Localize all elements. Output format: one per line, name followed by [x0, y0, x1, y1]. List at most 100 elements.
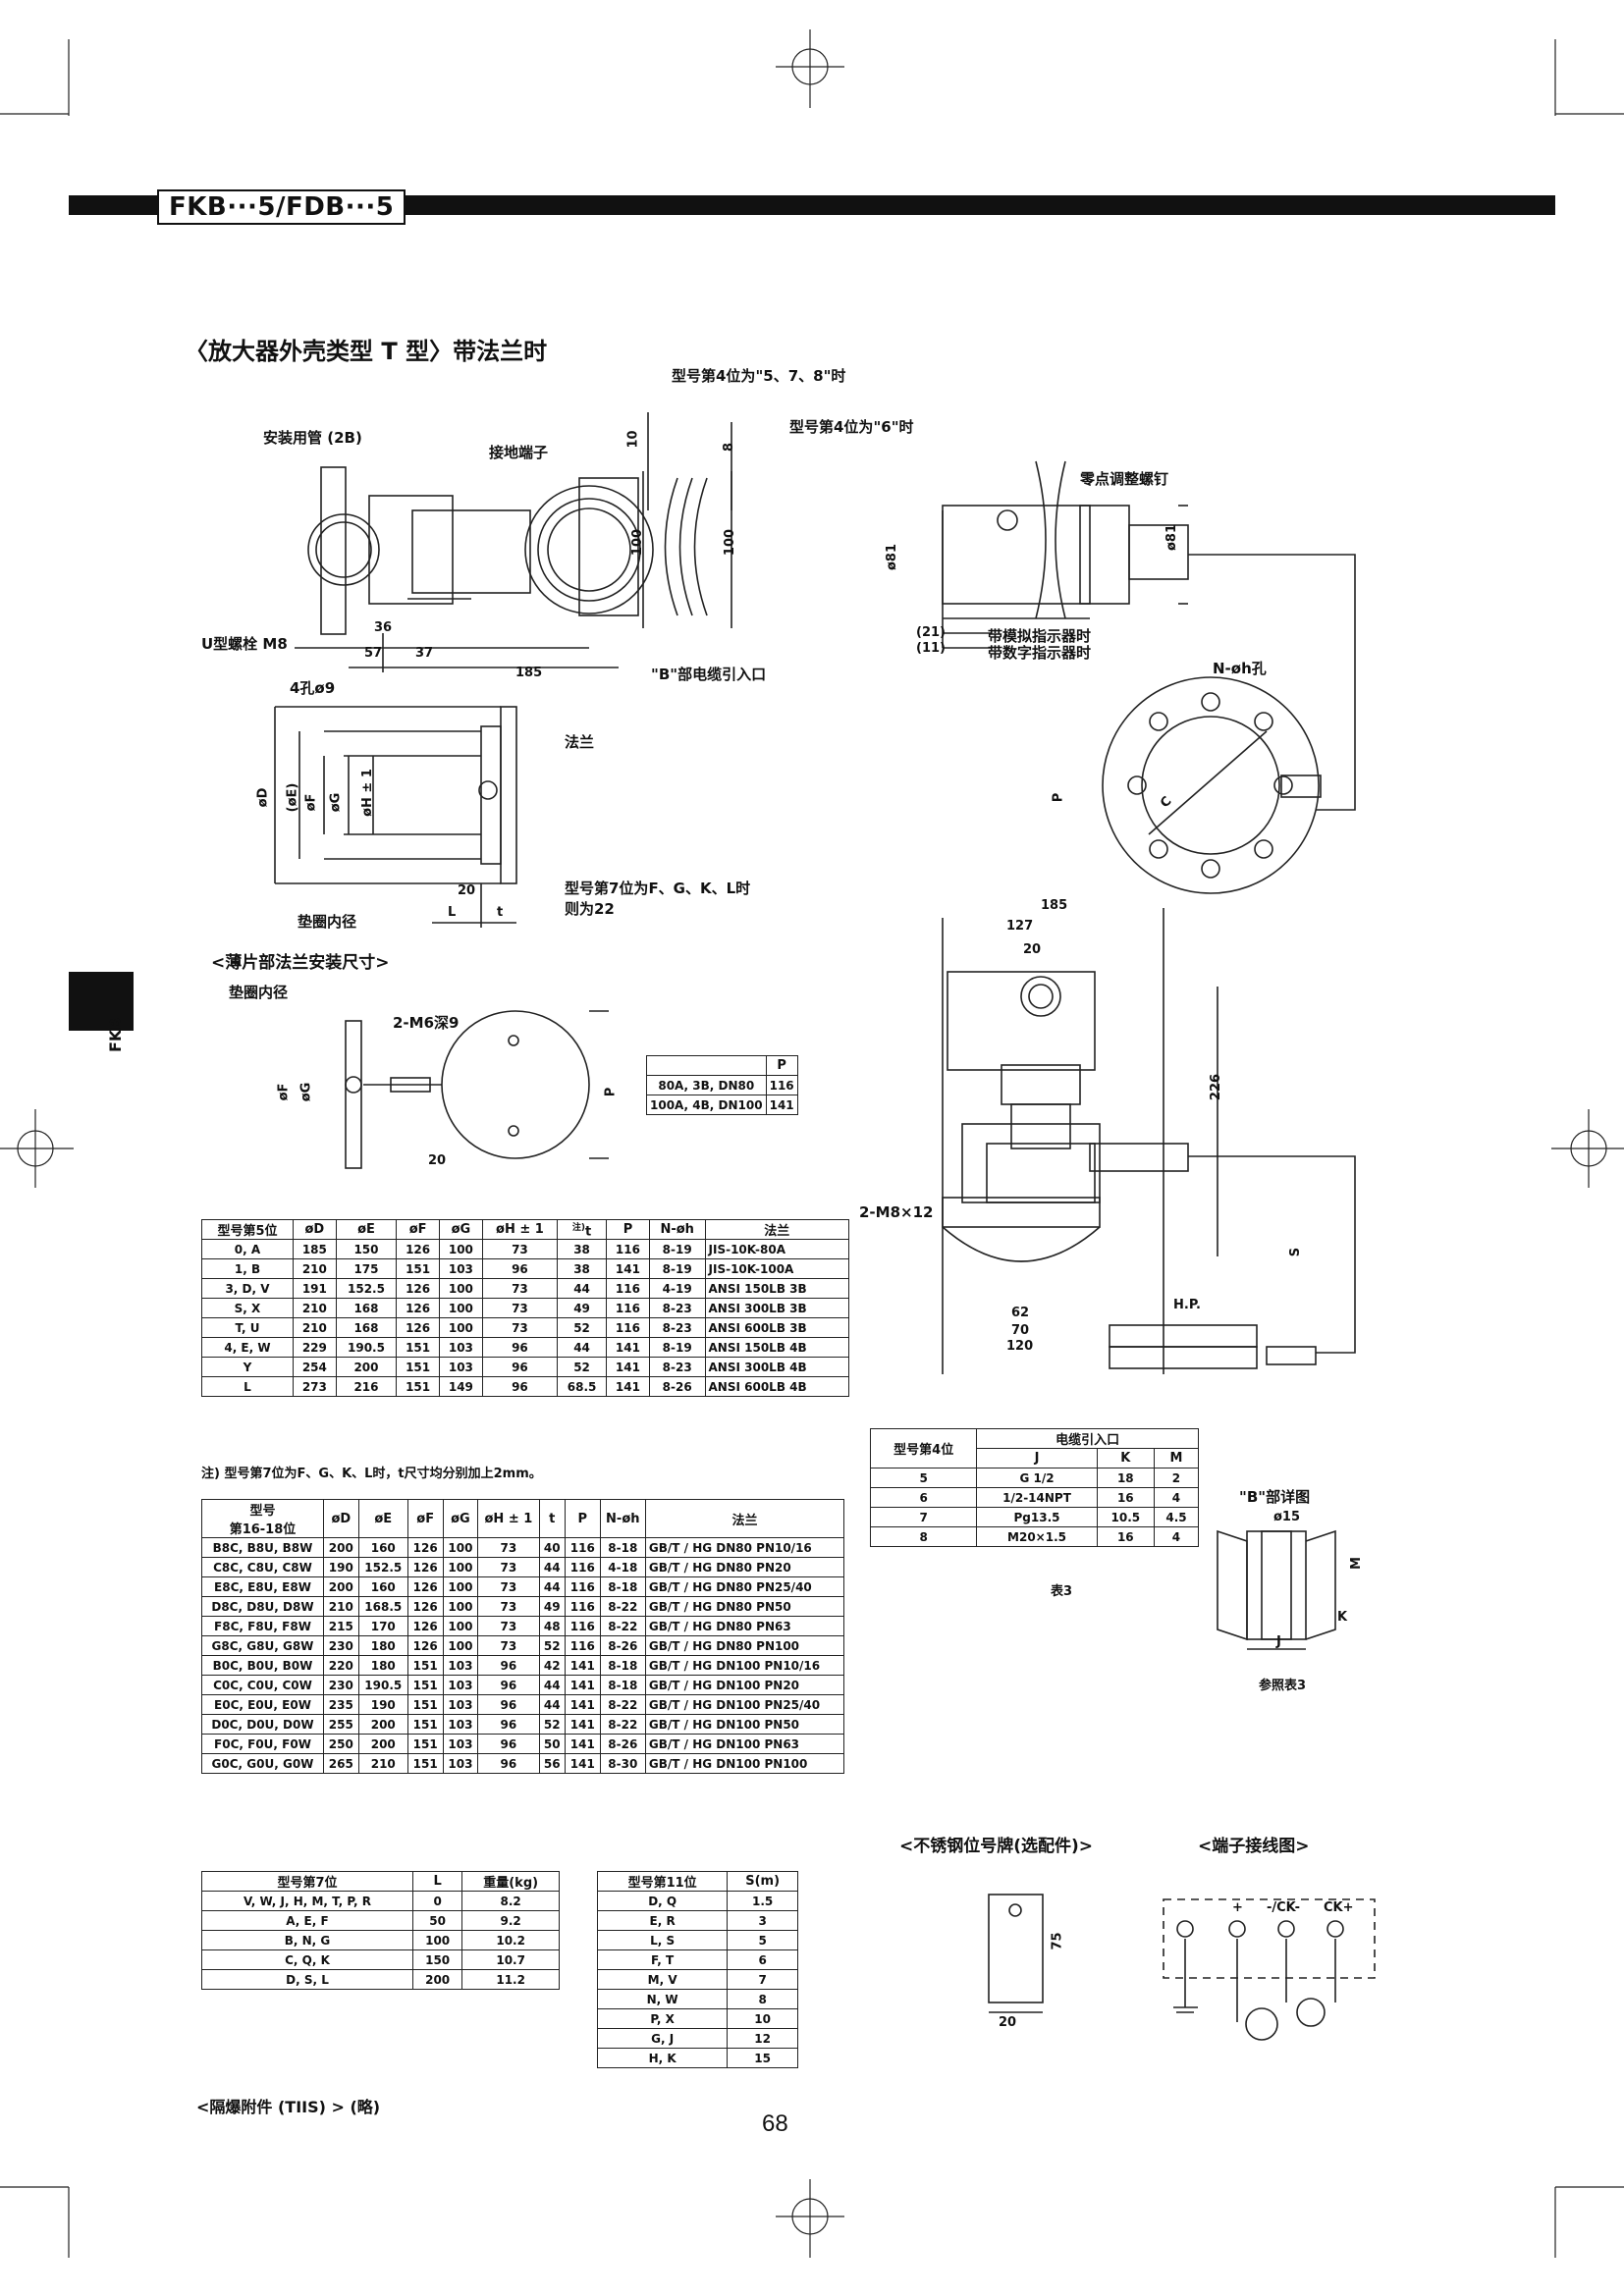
table-cell: 96: [481, 1376, 559, 1398]
table-cell: 116: [564, 1576, 601, 1597]
table-cell: Pg13.5: [976, 1507, 1098, 1527]
table-cell: 215: [322, 1616, 359, 1636]
label-ubolt: U型螺栓 M8: [201, 635, 288, 653]
table-cell: 8-18: [599, 1675, 646, 1695]
table-cell: 126: [396, 1278, 440, 1300]
table-cell: 68.5: [557, 1376, 608, 1398]
table-cell: 7: [869, 1507, 978, 1527]
table-cell: F, T: [596, 1949, 729, 1970]
table-cell: 8-18: [599, 1537, 646, 1558]
table-cell: H, K: [596, 2048, 729, 2068]
dim-H: øH ± 1: [359, 769, 375, 817]
table-cell: 73: [477, 1557, 540, 1577]
header-cell: 型号第16-18位: [201, 1499, 324, 1538]
nameplate-title: <不锈钢位号牌(选配件)>: [899, 1837, 1094, 1856]
table-cell: 9.2: [461, 1910, 560, 1931]
dim-120: 120: [1006, 1339, 1034, 1354]
header-cell: 型号第7位: [201, 1871, 413, 1892]
table-cell: 160: [357, 1576, 408, 1597]
table-cell: GB/T / HG DN100 PN20: [644, 1675, 845, 1695]
dim-8: 8: [722, 442, 737, 453]
header-cell: øF: [396, 1218, 440, 1241]
label-ref-table3: 参照表3: [1259, 1679, 1307, 1693]
table-cell: 210: [357, 1753, 408, 1774]
header-cell: 法兰: [704, 1218, 850, 1241]
table-cell: D, Q: [596, 1891, 729, 1911]
dim-M: M: [1348, 1557, 1364, 1570]
side-view-drawing: [295, 412, 732, 672]
table-cell: 151: [396, 1357, 440, 1378]
table-cell: 200: [357, 1734, 408, 1754]
table-cell: 255: [322, 1714, 359, 1735]
table-cell: 116: [564, 1537, 601, 1558]
table-cell: C, Q, K: [201, 1949, 413, 1970]
table-cell: ANSI 150LB 4B: [704, 1337, 850, 1359]
dim-100b: 100: [723, 528, 738, 557]
section-title: 〈放大器外壳类型 T 型〉带法兰时: [185, 338, 548, 365]
table-cell: GB/T / HG DN100 PN50: [644, 1714, 845, 1735]
table-cell: 8-23: [648, 1317, 706, 1339]
table-cell: 8-26: [599, 1635, 646, 1656]
table-cell: GB/T / HG DN80 PN20: [644, 1557, 845, 1577]
table-cell: 200: [335, 1357, 398, 1378]
table-cell: M20×1.5: [976, 1526, 1098, 1547]
dim-226: 226: [1209, 1073, 1224, 1101]
table-cell: 38: [557, 1258, 608, 1280]
table-cell: V, W, J, H, M, T, P, R: [201, 1891, 413, 1911]
table-cell: 149: [439, 1376, 483, 1398]
table-cell: 210: [292, 1258, 337, 1280]
table-cell: 141: [606, 1337, 650, 1359]
table-cell: ANSI 300LB 3B: [704, 1298, 850, 1319]
table-cell: 103: [442, 1714, 479, 1735]
dim-15: ø15: [1273, 1510, 1301, 1524]
table-cell: 170: [357, 1616, 408, 1636]
table-cell: 200: [411, 1969, 463, 1990]
table-cell: 141: [564, 1694, 601, 1715]
terminal-diagram-drawing: [1163, 1898, 1376, 2041]
b-detail-drawing: [1217, 1529, 1336, 1650]
table-cell: 42: [538, 1655, 566, 1676]
table-cell: 8-19: [648, 1239, 706, 1260]
header-cell: K: [1096, 1448, 1155, 1468]
table-cell: 8-19: [648, 1258, 706, 1280]
label-digit7: 型号第7位为F、G、K、L时: [565, 880, 751, 897]
label-cable-entry: "B"部电缆引入口: [651, 666, 767, 683]
header-cell: 型号第5位: [201, 1218, 294, 1241]
table-cell: 5: [727, 1930, 798, 1950]
table-cell: 116: [564, 1635, 601, 1656]
table-cell: M, V: [596, 1969, 729, 1990]
header-cell: M: [1153, 1448, 1200, 1468]
table-cell: 1/2-14NPT: [976, 1487, 1098, 1508]
table-cell: 235: [322, 1694, 359, 1715]
table-cell: 103: [442, 1675, 479, 1695]
table-cell: 96: [477, 1734, 540, 1754]
table-cell: 10: [727, 2008, 798, 2029]
table-cell: 16: [1096, 1526, 1155, 1547]
dim-G: øG: [328, 792, 344, 813]
front-instrument-drawing: [942, 908, 1356, 1374]
table-cell: 52: [557, 1357, 608, 1378]
table-cell: Y: [201, 1357, 294, 1378]
dim-S: S: [1288, 1247, 1304, 1257]
label-bdetail: "B"部详图: [1239, 1488, 1311, 1506]
table-cell: B0C, B0U, B0W: [201, 1655, 324, 1676]
table-cell: 8-23: [648, 1357, 706, 1378]
table-cell: 49: [557, 1298, 608, 1319]
header-cell: 型号第11位: [596, 1871, 729, 1892]
table-cell: 73: [481, 1278, 559, 1300]
table-cell: 141: [765, 1095, 798, 1115]
table-cell: JIS-10K-100A: [704, 1258, 850, 1280]
label-hp: H.P.: [1173, 1298, 1201, 1312]
table-cell: 151: [406, 1734, 444, 1754]
